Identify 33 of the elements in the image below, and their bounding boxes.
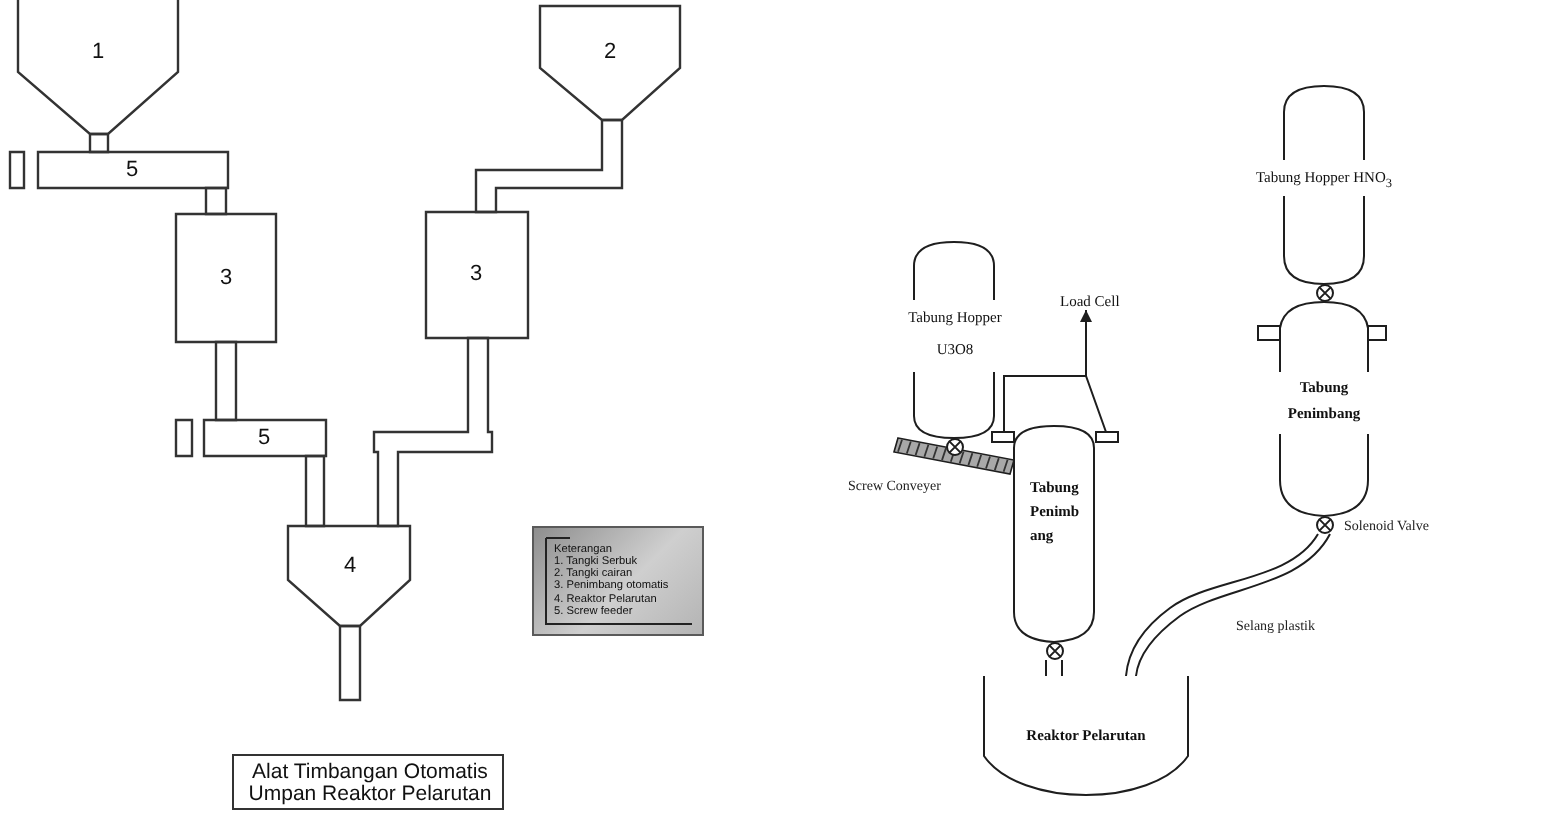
legend-panel — [532, 526, 704, 636]
caption-box — [232, 754, 504, 810]
part-number: 2 — [603, 39, 617, 65]
pipe — [338, 624, 362, 702]
load-cell-frame — [992, 376, 1118, 444]
part-number: 3 — [469, 261, 483, 287]
pipe — [474, 118, 624, 214]
hose — [1125, 533, 1331, 677]
pipe — [1045, 659, 1063, 677]
hopper-vessel — [902, 242, 1008, 456]
part-number: 1 — [91, 39, 105, 65]
pipe — [204, 186, 228, 216]
motor-block — [10, 152, 24, 188]
caption-text: Alat Timbangan Otomatis Umpan Reaktor Pelarutan — [246, 761, 494, 807]
arrow — [1080, 309, 1092, 377]
weighing-tank — [426, 212, 528, 338]
part-number: 4 — [343, 553, 357, 579]
reactor-vessel — [984, 676, 1190, 800]
weighing-tank — [176, 214, 276, 342]
hopper-tank — [540, 6, 680, 120]
part-number: 5 — [257, 425, 271, 451]
motor-block — [176, 420, 192, 456]
pipe — [88, 132, 110, 154]
pipe — [304, 454, 326, 528]
pipe — [372, 336, 494, 528]
pipe — [214, 340, 238, 422]
reactor-vessel — [288, 526, 410, 626]
screw-feeder — [204, 420, 326, 456]
screw-feeder — [38, 152, 228, 188]
part-number: 5 — [125, 157, 139, 183]
weighing-tube — [1010, 424, 1098, 660]
hopper-tank — [18, 0, 178, 134]
part-number: 3 — [219, 265, 233, 291]
